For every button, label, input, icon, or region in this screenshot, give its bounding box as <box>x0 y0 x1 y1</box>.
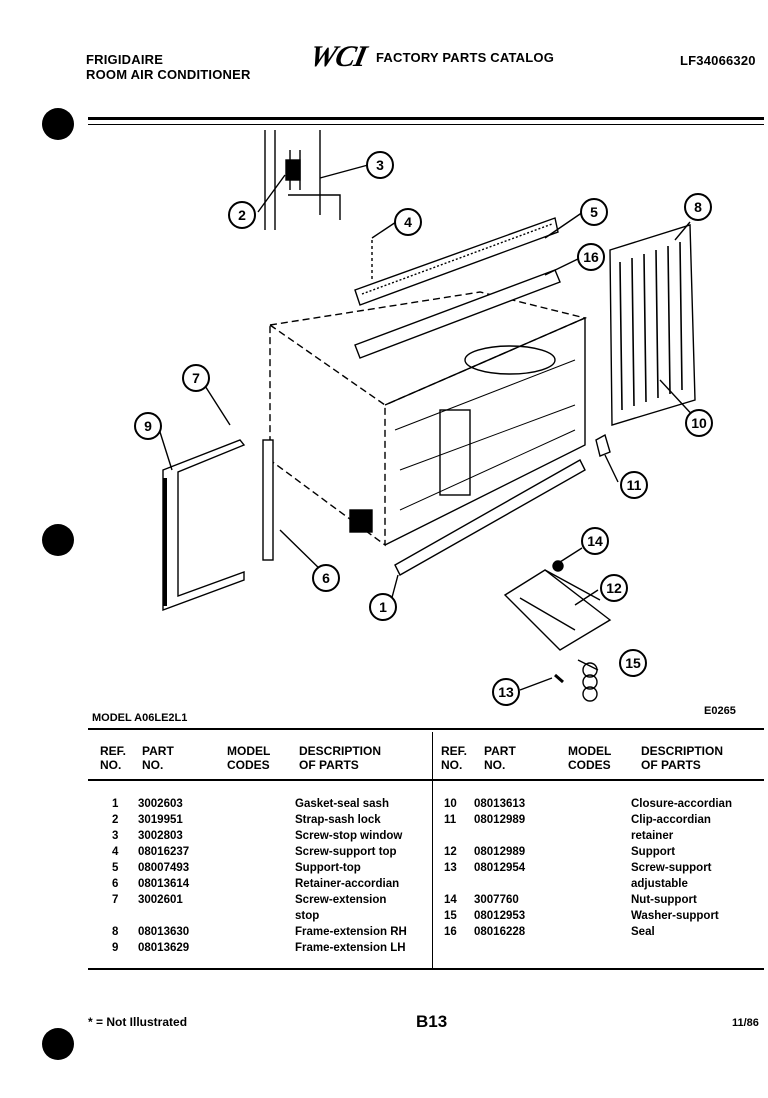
exploded-parts-diagram: 2 3 4 5 16 8 7 9 10 11 6 1 14 12 15 13 <box>134 130 713 706</box>
callout-3: 3 <box>376 157 384 173</box>
header-rule <box>88 117 764 120</box>
callout-14: 14 <box>587 533 603 549</box>
callout-4: 4 <box>404 214 412 230</box>
binder-hole-middle <box>42 524 74 556</box>
callouts <box>134 151 713 706</box>
page-number: B13 <box>416 1012 448 1031</box>
model-number: MODEL A06LE2L1 <box>92 712 188 724</box>
table-top-rule <box>88 728 764 730</box>
callout-12: 12 <box>606 580 622 596</box>
callout-11: 11 <box>627 477 642 493</box>
drawing-code: E0265 <box>704 705 736 717</box>
callout-9: 9 <box>144 418 152 434</box>
callout-15: 15 <box>625 655 641 671</box>
table-bottom-rule <box>88 968 764 970</box>
brand-name: FRIGIDAIRE <box>86 52 164 67</box>
binder-hole-bottom <box>42 1028 74 1060</box>
callout-2: 2 <box>238 207 246 223</box>
callout-7: 7 <box>192 370 200 386</box>
callout-8: 8 <box>694 199 702 215</box>
footnote: * = Not Illustrated <box>88 1015 188 1029</box>
table-row: retainer <box>631 830 674 842</box>
callout-10: 10 <box>691 415 707 431</box>
callout-1: 1 <box>379 599 387 615</box>
callout-5: 5 <box>590 204 598 220</box>
catalog-title: FACTORY PARTS CATALOG <box>376 50 555 65</box>
wci-logo: WCI <box>306 40 369 73</box>
table-row: stop <box>295 910 320 922</box>
callout-6: 6 <box>322 570 330 586</box>
ref-header-left: REF.NO. <box>100 744 127 772</box>
table-row: adjustable <box>631 878 688 890</box>
revision-date: 11/86 <box>732 1017 759 1029</box>
column-divider <box>432 732 433 970</box>
binder-hole-top <box>42 108 74 140</box>
product-name: ROOM AIR CONDITIONER <box>86 67 251 82</box>
callout-16: 16 <box>583 249 599 265</box>
catalog-number: LF34066320 <box>680 53 756 68</box>
header-bottom-rule <box>88 779 764 781</box>
header-rule-thin <box>88 124 764 125</box>
callout-13: 13 <box>498 684 514 700</box>
ref-header-right: REF.NO. <box>441 744 468 772</box>
